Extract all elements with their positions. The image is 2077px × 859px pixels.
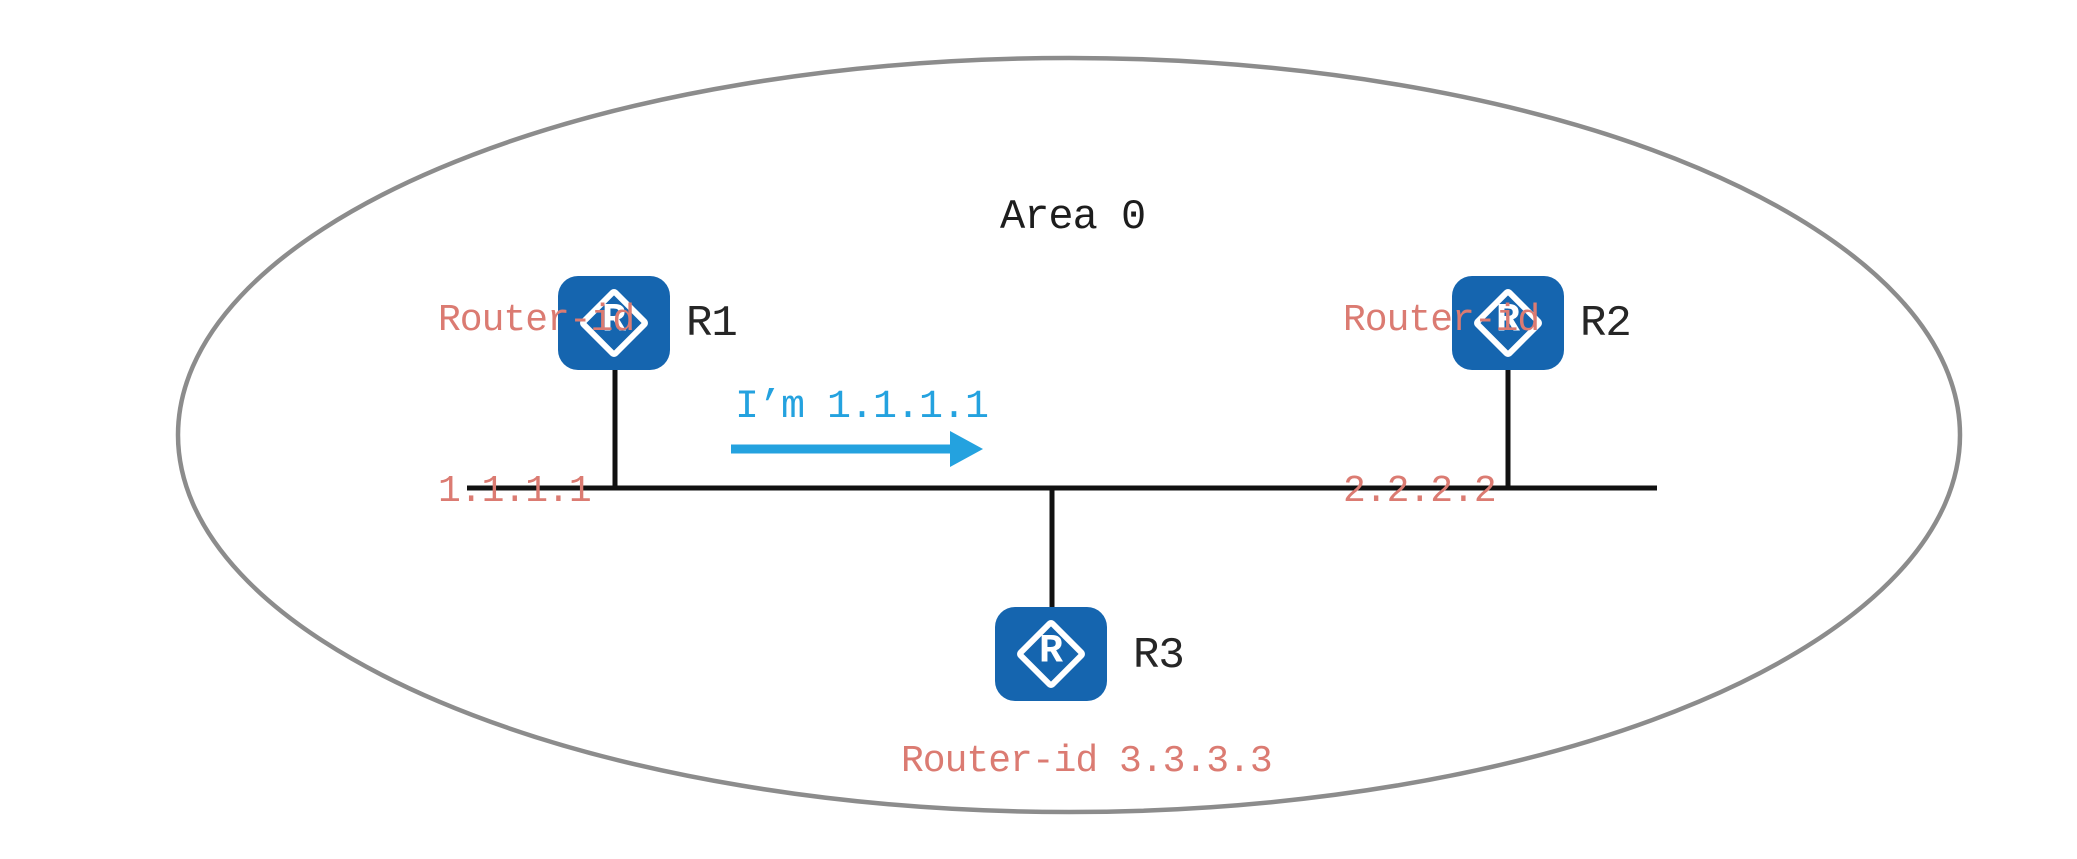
r1-router-id-label: Router-id 1.1.1.1 <box>438 178 635 634</box>
router-letter: R <box>1038 629 1064 675</box>
announce-arrow-head <box>950 431 983 467</box>
r1-name-label: R1 <box>686 299 738 349</box>
r3-router-id-label: Router-id 3.3.3.3 <box>901 740 1273 783</box>
router-letter: R <box>1495 298 1521 344</box>
r2-router-id-label: Router-id 2.2.2.2 <box>1343 178 1540 634</box>
router-letter: R <box>601 298 627 344</box>
r2-name-label: R2 <box>1580 299 1632 349</box>
r2-router-id-line2: 2.2.2.2 <box>1343 470 1497 513</box>
r3-name-label: R3 <box>1133 631 1185 681</box>
r2-router-id-line1: Router-id <box>1343 299 1540 342</box>
r1-router-id-line2: 1.1.1.1 <box>438 470 592 513</box>
router-r1-icon: R <box>558 276 670 370</box>
area-boundary-ellipse <box>175 55 1963 815</box>
r1-router-id-line1: Router-id <box>438 299 635 342</box>
router-r2-icon: R <box>1452 276 1564 370</box>
router-r3-icon: R <box>995 607 1107 701</box>
announce-message: I’m 1.1.1.1 <box>735 385 989 430</box>
area-label: Area 0 <box>1000 193 1146 241</box>
